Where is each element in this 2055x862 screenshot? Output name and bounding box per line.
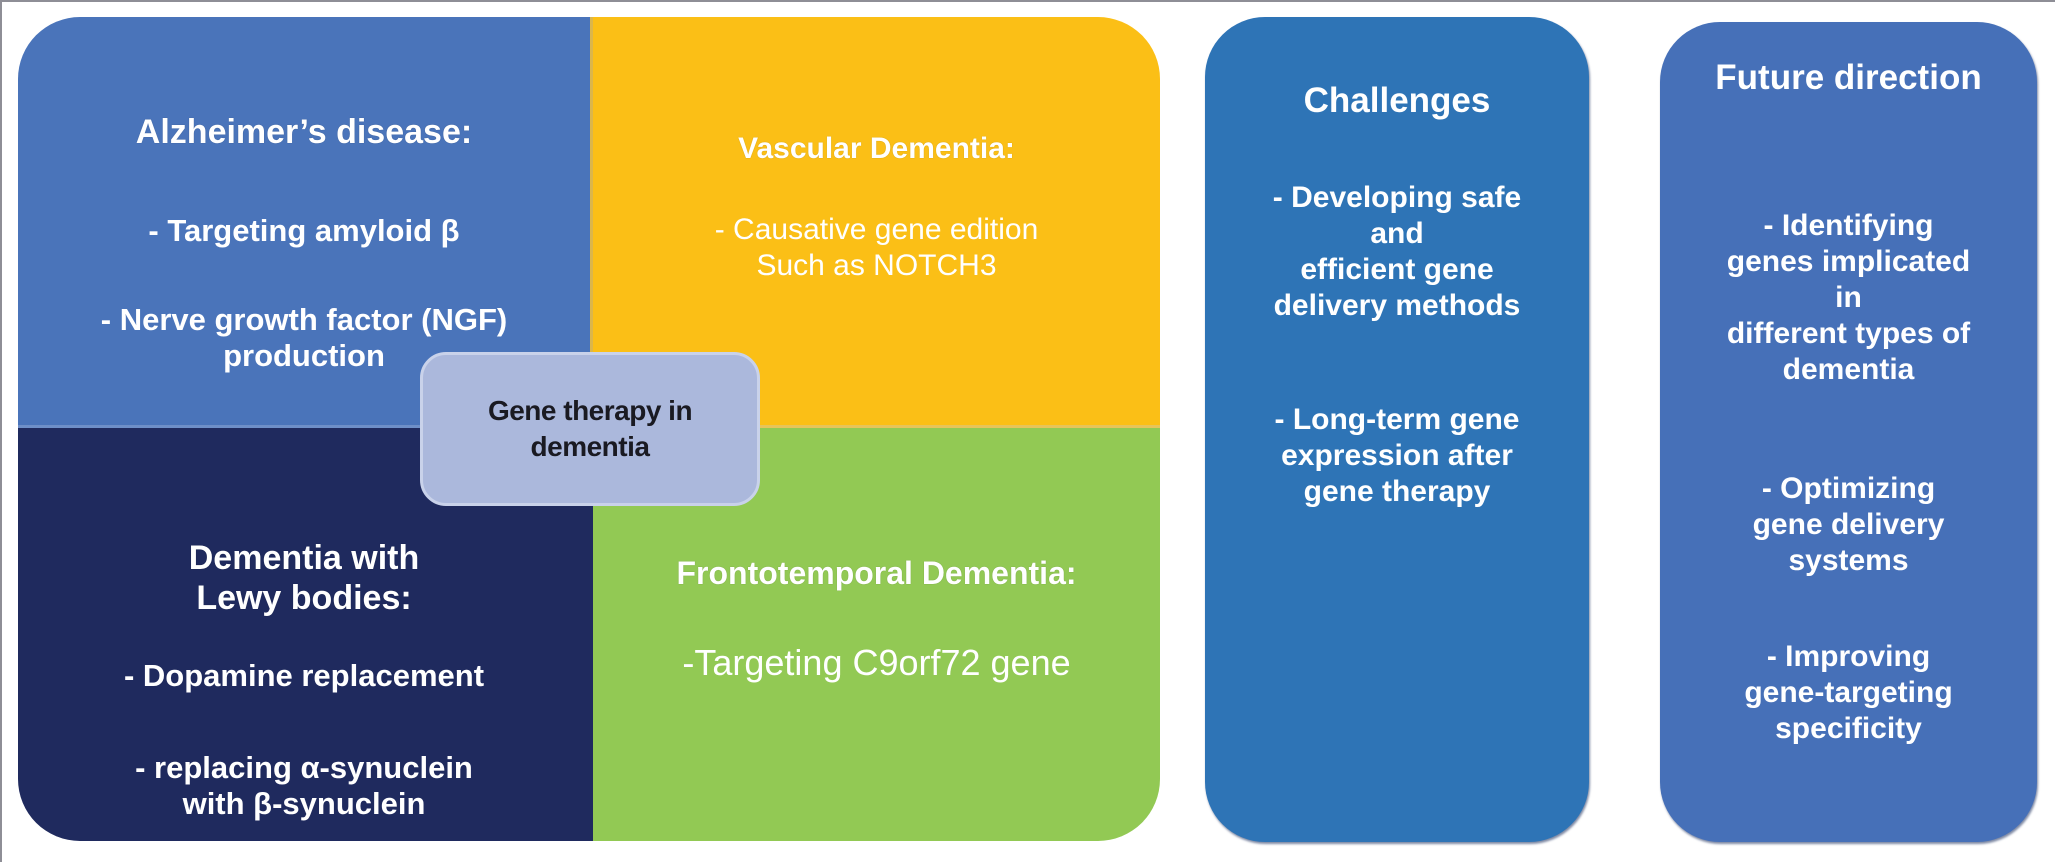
item-line: - Developing safe (1272, 181, 1522, 214)
center-label-gene-therapy: Gene therapy in dementia (420, 352, 760, 506)
center-label-line: Gene therapy in (487, 395, 693, 426)
item-line: systems (1788, 544, 1909, 577)
panel-item: - Developing safe and efficient gene del… (1205, 180, 1589, 324)
quadrant-title: Frontotemporal Dementia: (593, 553, 1160, 593)
title-line: Dementia with (188, 539, 420, 577)
item-line: delivery methods (1273, 289, 1521, 322)
quadrant-item: -Targeting C9orf72 gene (593, 645, 1160, 681)
future-direction-panel: Future direction - Identifying genes imp… (1660, 22, 2037, 842)
item-line: gene delivery (1752, 508, 1945, 541)
item-line: - Improving (1766, 640, 1931, 673)
item-line: - Identifying (1763, 209, 1934, 242)
item-line: production (223, 338, 385, 373)
item-line: - replacing α-synuclein (135, 750, 473, 785)
item-line: efficient gene (1300, 253, 1494, 286)
quadrant-title: Alzheimer’s disease: (18, 112, 590, 152)
item-line: different types of (1726, 317, 1971, 350)
item-line: - Dopamine replacement (123, 658, 485, 693)
item-line: Such as NOTCH3 (756, 249, 997, 282)
panel-item: - Improving gene-targeting specificity (1660, 639, 2037, 747)
title-line: Challenges (1303, 81, 1491, 120)
title-line: direction (1833, 58, 1982, 97)
panel-title: Future direction (1660, 56, 2037, 100)
title-line: Alzheimer’s disease: (135, 113, 473, 151)
quadrant-item: - Nerve growth factor (NGF) production (18, 302, 590, 374)
item-line: -Targeting C9orf72 gene (682, 642, 1071, 683)
item-line: genes implicated (1726, 245, 1971, 278)
item-line: - Causative gene edition (714, 213, 1039, 246)
item-line: gene-targeting (1744, 676, 1953, 709)
quadrant-title: Dementia with Lewy bodies: (18, 538, 590, 618)
title-line: Frontotemporal Dementia: (676, 555, 1077, 591)
item-line: with β-synuclein (182, 786, 426, 821)
panel-title: Challenges (1205, 79, 1589, 123)
title-line: Lewy bodies: (196, 579, 412, 617)
challenges-panel: Challenges - Developing safe and efficie… (1205, 17, 1589, 842)
item-line: gene therapy (1303, 475, 1491, 508)
item-line: dementia (1782, 353, 1915, 386)
item-line: - Optimizing (1761, 472, 1936, 505)
item-line: and (1370, 217, 1424, 250)
quadrant-item: - Dopamine replacement (18, 658, 590, 694)
panel-item: - Identifying genes implicated in differ… (1660, 208, 2037, 388)
quadrant-title: Vascular Dementia: (593, 129, 1160, 169)
quadrant-item: - replacing α-synuclein with β-synuclein (18, 750, 590, 822)
item-line: - Nerve growth factor (NGF) (100, 302, 508, 337)
item-line: - Targeting amyloid β (148, 213, 460, 248)
quadrant-item: - Causative gene edition Such as NOTCH3 (593, 212, 1160, 284)
center-label-line: dementia (530, 431, 650, 462)
item-line: in (1835, 281, 1862, 314)
quadrant-alzheimers: Alzheimer’s disease: - Targeting amyloid… (18, 17, 590, 428)
item-line: - Long-term gene (1274, 403, 1520, 436)
panel-item: - Long-term gene expression after gene t… (1205, 402, 1589, 510)
quadrant-item: - Targeting amyloid β (18, 213, 590, 249)
item-line: expression after (1281, 439, 1513, 472)
title-line: Vascular Dementia: (738, 132, 1015, 165)
panel-item: - Optimizing gene delivery systems (1660, 471, 2037, 579)
item-line: specificity (1775, 712, 1922, 745)
title-line: Future (1715, 58, 1825, 97)
